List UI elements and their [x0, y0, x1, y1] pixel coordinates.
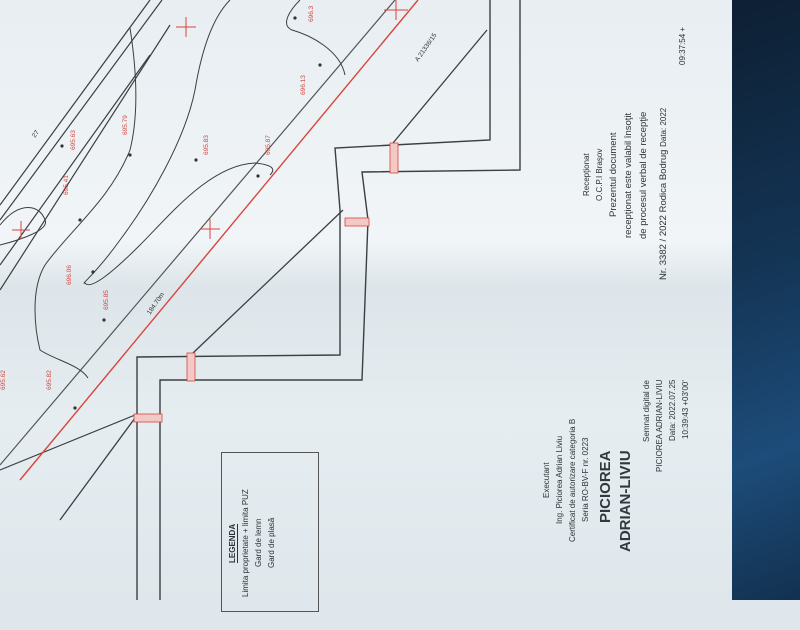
road-line [0, 54, 151, 266]
road-line [0, 0, 163, 221]
reception-line: recepţionat este valabil însoţit [623, 112, 634, 238]
signature-detail: PICIOREA ADRIAN-LIVIU [655, 380, 664, 473]
plan-drawing: 695.63 695.79 695.41 695.83 695.87 696.1… [0, 0, 521, 600]
marker [344, 217, 370, 227]
signature-name: PICIOREA ADRIAN-LIVIU [596, 450, 636, 630]
elevation-labels: 695.63 695.79 695.41 695.83 695.87 696.1… [0, 5, 315, 390]
reception-date: Data: 2022 [659, 107, 668, 147]
fence-line-wood [136, 0, 491, 600]
reception-heading: Recepţionat [582, 153, 591, 197]
diagonal-line [59, 417, 136, 521]
elevation-label: 696.13 [300, 75, 307, 95]
marker [133, 413, 163, 423]
executant-line: Certificat de autorizare categoria B [568, 418, 577, 542]
grid-crosses [12, 0, 408, 239]
survey-points [60, 16, 322, 410]
legend-item: Gard de plasă [267, 517, 276, 569]
elevation-label: 696.06 [66, 265, 73, 285]
contour [34, 27, 137, 379]
legend-item: Gard de lemn [254, 518, 263, 568]
elevation-label: 695.83 [203, 135, 210, 155]
contour-lines [0, 0, 346, 379]
dark-background [732, 0, 800, 600]
reception-office: O.C.P.I Braşov [595, 148, 604, 202]
reception-line: Prezentul document [608, 132, 619, 218]
road-lines [0, 0, 396, 471]
elevation-label: 696.3 [308, 5, 315, 22]
elevation-label: 695.82 [46, 370, 53, 390]
reception-time-text: 09:37:54 + [678, 26, 687, 65]
elevation-label: 695.41 [63, 175, 70, 195]
elevation-label: 695.87 [265, 135, 272, 155]
elevation-label: 695.79 [122, 115, 129, 135]
diagonal-line [392, 29, 488, 144]
road-mark-label: 27 [31, 129, 41, 139]
elevation-label: 695.63 [70, 130, 77, 150]
diagonal-line [192, 209, 344, 354]
reception-number: Nr. 3382 / 2022 [658, 215, 669, 280]
reception-line: de procesul verbal de recepţie [638, 111, 649, 239]
signature-detail: Data: 2022.07.25 [668, 380, 677, 442]
signature-name-line: ADRIAN-LIVIU [617, 450, 634, 552]
marker [186, 352, 196, 382]
legend-title: LEGENDA [228, 523, 237, 563]
legend-item: Limita proprietate + limita PUZ [241, 489, 250, 597]
contour [83, 0, 274, 286]
reception-time: 09:37:54 + [676, 0, 689, 65]
signature-name-line: PICIOREA [597, 450, 614, 523]
legend-box: LEGENDA Limita proprietate + limita PUZ … [221, 452, 319, 612]
signature-detail: Semnat digital de [642, 380, 651, 442]
executant-line: Seria RO-BV-F nr. 0223 [581, 437, 590, 523]
reception-block: Recepţionat O.C.P.I Braşov Prezentul doc… [580, 80, 651, 270]
road-line [0, 0, 396, 466]
elevation-label: 695.62 [0, 370, 7, 390]
digital-signature-details: Semnat digital de PICIOREA ADRIAN-LIVIU … [640, 380, 692, 490]
road-line [0, 0, 151, 206]
road-line [0, 24, 171, 291]
road-line [0, 414, 136, 471]
contour [286, 0, 346, 76]
reception-signer: Rodica Bodrug [658, 149, 669, 213]
elevation-label: 695.85 [103, 290, 110, 310]
fence-markers [133, 142, 399, 423]
property-boundary [19, 0, 419, 481]
executant-heading: Executant [542, 462, 551, 498]
contour [0, 207, 46, 246]
marker [389, 142, 399, 174]
executant-block: Executant Ing. Piciorea Adrian Liviu Cer… [540, 360, 592, 600]
signature-detail: 10:39:43 +03'00' [681, 380, 690, 439]
reception-number-line: Nr. 3382 / 2022 Rodica Bodrug Data: 2022 [656, 0, 671, 280]
legend-content: LEGENDA Limita proprietate + limita PUZ … [226, 463, 278, 623]
parcel-code-label: A 21336/15 [414, 32, 439, 63]
segment-length-label: 184.70m [146, 291, 166, 316]
reception-number-row: Nr. 3382 / 2022 Rodica Bodrug Data: 2022 [656, 0, 671, 280]
executant-line: Ing. Piciorea Adrian Liviu [555, 435, 564, 525]
